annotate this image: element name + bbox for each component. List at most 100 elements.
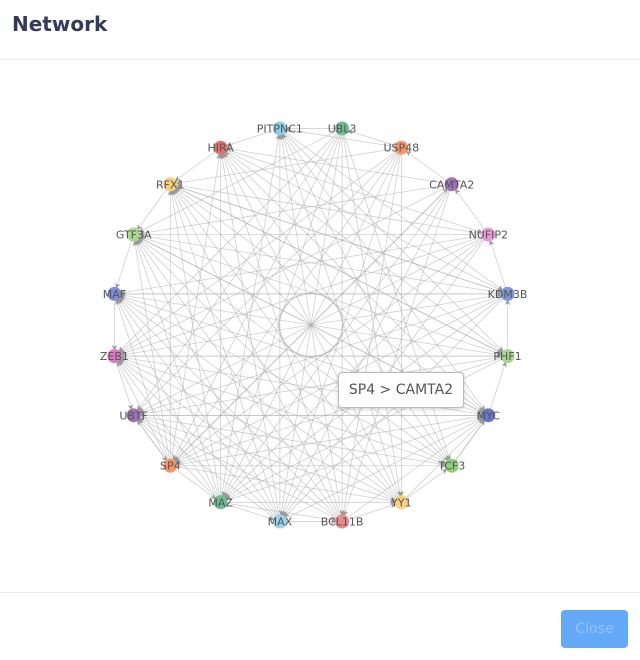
edge[interactable]: [170, 147, 221, 185]
close-button[interactable]: Close: [561, 610, 628, 648]
edge[interactable]: [220, 184, 453, 503]
node-circle[interactable]: [335, 514, 350, 529]
graph-node[interactable]: MYC: [477, 408, 501, 423]
node-circle[interactable]: [394, 140, 409, 155]
edge[interactable]: [279, 147, 402, 522]
graph-node[interactable]: PHF1: [493, 349, 522, 364]
edge[interactable]: [220, 501, 343, 523]
graph-node[interactable]: SP4: [160, 458, 181, 473]
edge[interactable]: [114, 355, 343, 522]
edge[interactable]: [487, 356, 508, 416]
edge[interactable]: [170, 465, 221, 503]
edge[interactable]: [279, 128, 508, 357]
graph-node[interactable]: KDM3B: [488, 286, 528, 301]
node-circle[interactable]: [500, 349, 515, 364]
node-circle[interactable]: [272, 514, 287, 529]
edge[interactable]: [170, 183, 508, 357]
edge[interactable]: [133, 414, 452, 467]
edge[interactable]: [279, 128, 453, 466]
edge[interactable]: [133, 234, 281, 522]
edge[interactable]: [220, 147, 508, 295]
edge[interactable]: [342, 501, 402, 522]
graph-node[interactable]: USP48: [384, 140, 420, 155]
node-circle[interactable]: [394, 495, 409, 510]
edge[interactable]: [114, 234, 489, 357]
edge[interactable]: [342, 128, 402, 149]
node-circle[interactable]: [444, 458, 459, 473]
node-circle[interactable]: [126, 227, 141, 242]
edge[interactable]: [133, 414, 402, 503]
edge[interactable]: [114, 293, 171, 466]
edge[interactable]: [169, 147, 222, 466]
edge[interactable]: [220, 234, 489, 503]
edge[interactable]: [114, 234, 135, 294]
edge[interactable]: [169, 184, 402, 503]
node-circle[interactable]: [213, 495, 228, 510]
edge[interactable]: [169, 147, 402, 466]
edge[interactable]: [114, 293, 402, 503]
edge[interactable]: [133, 355, 508, 417]
graph-node[interactable]: BCL11B: [321, 514, 364, 529]
edge[interactable]: [451, 415, 489, 466]
edge[interactable]: [133, 234, 402, 503]
graph-node[interactable]: UBL3: [328, 121, 357, 136]
edge[interactable]: [401, 465, 452, 503]
edge[interactable]: [220, 147, 489, 236]
node-circle[interactable]: [107, 349, 122, 364]
graph-node[interactable]: CAMTA2: [429, 177, 474, 192]
edge[interactable]: [220, 501, 280, 522]
node-circle[interactable]: [163, 458, 178, 473]
node-circle[interactable]: [481, 227, 496, 242]
edge[interactable]: [220, 128, 343, 503]
edge[interactable]: [341, 128, 453, 466]
graph-node[interactable]: YY1: [390, 495, 412, 510]
edge[interactable]: [220, 128, 280, 149]
edge[interactable]: [114, 293, 281, 522]
node-circle[interactable]: [107, 286, 122, 301]
edge[interactable]: [133, 184, 171, 235]
edge[interactable]: [114, 355, 221, 503]
node-circle[interactable]: [481, 408, 496, 423]
edge[interactable]: [114, 356, 135, 416]
edge[interactable]: [220, 147, 453, 466]
node-circle[interactable]: [126, 408, 141, 423]
edge[interactable]: [279, 128, 508, 295]
edge[interactable]: [220, 147, 489, 416]
graph-node[interactable]: RFX1: [156, 177, 185, 192]
graph-node[interactable]: GTF3A: [116, 227, 152, 242]
edge[interactable]: [220, 414, 489, 503]
node-circle[interactable]: [272, 121, 287, 136]
graph-node[interactable]: MAZ: [208, 495, 233, 510]
edge[interactable]: [170, 234, 489, 467]
edge[interactable]: [133, 293, 508, 416]
edge[interactable]: [133, 234, 343, 522]
node-circle[interactable]: [500, 286, 515, 301]
graph-node[interactable]: MAX: [268, 514, 293, 529]
edge[interactable]: [114, 128, 343, 357]
graph-node[interactable]: NUFIP2: [469, 227, 508, 242]
edge[interactable]: [114, 293, 343, 522]
edge[interactable]: [341, 415, 489, 522]
graph-node[interactable]: MAF: [103, 286, 126, 301]
node-circle[interactable]: [163, 177, 178, 192]
node-circle[interactable]: [213, 140, 228, 155]
edge[interactable]: [114, 355, 281, 522]
edge[interactable]: [133, 234, 452, 467]
graph-node[interactable]: ZEB1: [100, 349, 129, 364]
edge[interactable]: [451, 184, 489, 235]
edge[interactable]: [114, 292, 508, 357]
edge[interactable]: [114, 293, 222, 503]
graph-node[interactable]: UBTF: [119, 408, 148, 423]
edge[interactable]: [279, 128, 402, 503]
edge[interactable]: [170, 465, 402, 504]
edge[interactable]: [220, 147, 343, 522]
edge[interactable]: [133, 415, 171, 466]
graph-node[interactable]: PITPNC1: [257, 121, 303, 136]
graph-node[interactable]: TCF3: [437, 458, 465, 473]
node-circle[interactable]: [335, 121, 350, 136]
edge[interactable]: [220, 147, 508, 357]
node-circle[interactable]: [444, 177, 459, 192]
edge[interactable]: [170, 183, 508, 295]
edge[interactable]: [487, 234, 508, 294]
